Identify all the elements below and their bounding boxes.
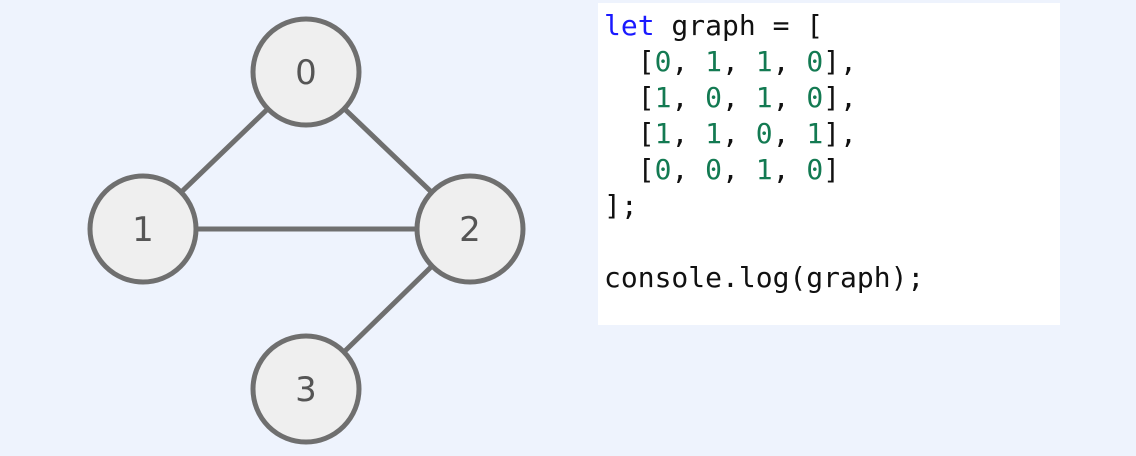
node-1: 1 bbox=[87, 173, 199, 285]
edge-0-1 bbox=[179, 106, 270, 195]
matrix-value: 0 bbox=[654, 153, 672, 186]
matrix-value: 0 bbox=[806, 45, 824, 78]
code-matrix-row: [1, 0, 1, 0], bbox=[604, 81, 857, 114]
node-label-3: 3 bbox=[295, 370, 317, 410]
matrix-value: 1 bbox=[654, 117, 672, 150]
matrix-value: 1 bbox=[654, 81, 672, 114]
code-line-blank bbox=[604, 224, 1060, 260]
matrix-value: 0 bbox=[705, 81, 723, 114]
matrix-value: 0 bbox=[806, 81, 824, 114]
code-matrix: [0, 1, 1, 0], [1, 0, 1, 0], [1, 1, 0, 1]… bbox=[604, 44, 1060, 188]
edge-2-3 bbox=[342, 264, 434, 354]
node-circle-3 bbox=[250, 333, 362, 445]
code-matrix-row: [0, 0, 1, 0] bbox=[604, 153, 841, 186]
node-0: 0 bbox=[250, 16, 362, 128]
code-line-closing: ]; bbox=[604, 189, 638, 222]
code-panel: let graph = [ [0, 1, 1, 0], [1, 0, 1, 0]… bbox=[598, 3, 1060, 325]
matrix-value: 0 bbox=[705, 153, 723, 186]
node-label-2: 2 bbox=[459, 210, 481, 250]
matrix-value: 0 bbox=[654, 45, 672, 78]
node-circle-1 bbox=[87, 173, 199, 285]
matrix-value: 1 bbox=[705, 45, 723, 78]
code-declaration: graph = [ bbox=[654, 9, 824, 42]
edge-0-2 bbox=[342, 106, 434, 195]
matrix-value: 1 bbox=[755, 81, 773, 114]
matrix-value: 1 bbox=[755, 153, 773, 186]
node-circle-2 bbox=[414, 173, 526, 285]
code-keyword-let: let bbox=[604, 9, 655, 42]
code-line-log: console.log(graph); bbox=[604, 261, 925, 294]
code-matrix-row: [1, 1, 0, 1], bbox=[604, 117, 857, 150]
matrix-value: 1 bbox=[705, 117, 723, 150]
graph-diagram: 0 1 2 3 bbox=[87, 16, 526, 445]
code-line-declaration: let graph = [ bbox=[604, 8, 1060, 44]
matrix-value: 1 bbox=[755, 45, 773, 78]
matrix-value: 0 bbox=[755, 117, 773, 150]
node-label-0: 0 bbox=[295, 53, 317, 93]
node-circle-0 bbox=[250, 16, 362, 128]
matrix-value: 1 bbox=[806, 117, 824, 150]
matrix-value: 0 bbox=[806, 153, 824, 186]
node-label-1: 1 bbox=[132, 210, 154, 250]
code-matrix-row: [0, 1, 1, 0], bbox=[604, 45, 857, 78]
node-3: 3 bbox=[250, 333, 362, 445]
node-2: 2 bbox=[414, 173, 526, 285]
